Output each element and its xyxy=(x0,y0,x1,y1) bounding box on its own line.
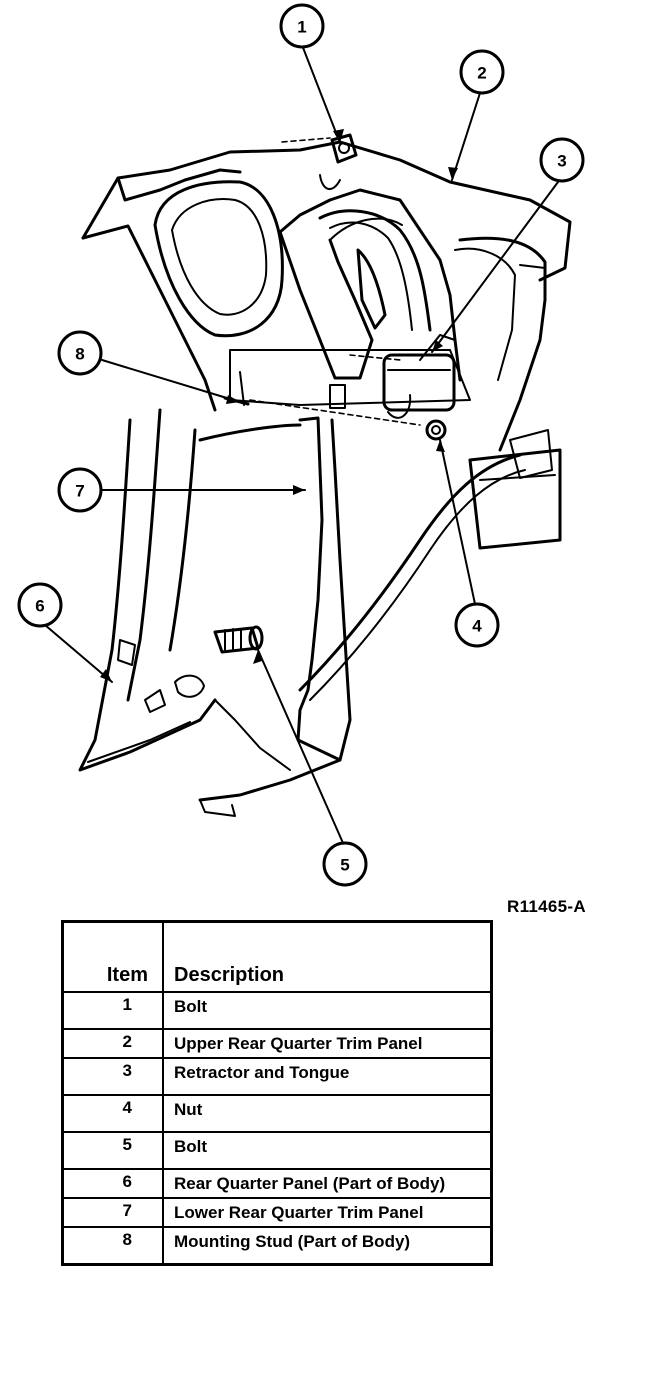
table-row: 6 Rear Quarter Panel (Part of Body) xyxy=(61,1168,493,1199)
column-header-item: Item xyxy=(61,920,164,993)
item-number: 8 xyxy=(61,1226,164,1266)
table-row: 8 Mounting Stud (Part of Body) xyxy=(61,1226,493,1266)
callout-label-7: 7 xyxy=(75,482,84,501)
callout-label-2: 2 xyxy=(477,64,486,83)
nut-4-drawing xyxy=(425,419,447,441)
callout-label-6: 6 xyxy=(35,597,44,616)
callout-label-1: 1 xyxy=(297,18,306,37)
callout-circle-7 xyxy=(57,467,103,513)
item-description: Upper Rear Quarter Trim Panel xyxy=(162,1028,493,1059)
bolt-1-drawing xyxy=(319,133,358,190)
table-row: 3 Retractor and Tongue xyxy=(61,1057,493,1096)
item-description: Retractor and Tongue xyxy=(162,1057,493,1096)
table-row: 4 Nut xyxy=(61,1094,493,1133)
upper-trim-panel-drawing xyxy=(278,188,547,452)
item-number: 3 xyxy=(61,1057,164,1096)
rear-quarter-panel-drawing xyxy=(78,140,572,772)
callout-circle-2 xyxy=(459,49,505,95)
column-header-description: Description xyxy=(162,920,493,993)
item-number: 5 xyxy=(61,1131,164,1170)
callout-circle-8 xyxy=(57,330,103,376)
item-number: 1 xyxy=(61,991,164,1030)
item-description: Bolt xyxy=(162,1131,493,1170)
callout-label-8: 8 xyxy=(75,345,84,364)
bolt-5-drawing xyxy=(213,625,264,654)
leader-lines xyxy=(44,44,559,844)
callout-circle-6 xyxy=(17,582,63,628)
item-description: Lower Rear Quarter Trim Panel xyxy=(162,1197,493,1228)
table-row: 5 Bolt xyxy=(61,1131,493,1170)
lower-trim-panel-drawing xyxy=(198,349,471,817)
item-description: Bolt xyxy=(162,991,493,1030)
table-row: 7 Lower Rear Quarter Trim Panel xyxy=(61,1197,493,1228)
item-number: 4 xyxy=(61,1094,164,1133)
table-row: 1 Bolt xyxy=(61,991,493,1030)
table-header-row: Item Description xyxy=(61,920,493,993)
callout-circle-1 xyxy=(279,3,325,49)
item-description: Rear Quarter Panel (Part of Body) xyxy=(162,1168,493,1199)
table-row: 2 Upper Rear Quarter Trim Panel xyxy=(61,1028,493,1059)
callout-label-5: 5 xyxy=(340,856,349,875)
callout-label-3: 3 xyxy=(557,152,566,171)
item-number: 6 xyxy=(61,1168,164,1199)
item-number: 2 xyxy=(61,1028,164,1059)
item-number: 7 xyxy=(61,1197,164,1228)
parts-table: Item Description 1 Bolt 2 Upper Rear Qua… xyxy=(61,920,493,1266)
item-description: Mounting Stud (Part of Body) xyxy=(162,1226,493,1266)
item-description: Nut xyxy=(162,1094,493,1133)
callout-circle-4 xyxy=(454,602,500,648)
assembly-guide-lines xyxy=(249,137,421,426)
callout-label-4: 4 xyxy=(472,617,482,636)
belt-strap-drawing xyxy=(298,429,562,701)
figure-code: R11465-A xyxy=(507,897,586,916)
exploded-view-diagram: 1 2 3 4 5 6 7 8 xyxy=(17,3,585,887)
callout-circle-3 xyxy=(539,137,585,183)
callout-circle-5 xyxy=(322,841,368,887)
retractor-drawing xyxy=(318,209,456,419)
